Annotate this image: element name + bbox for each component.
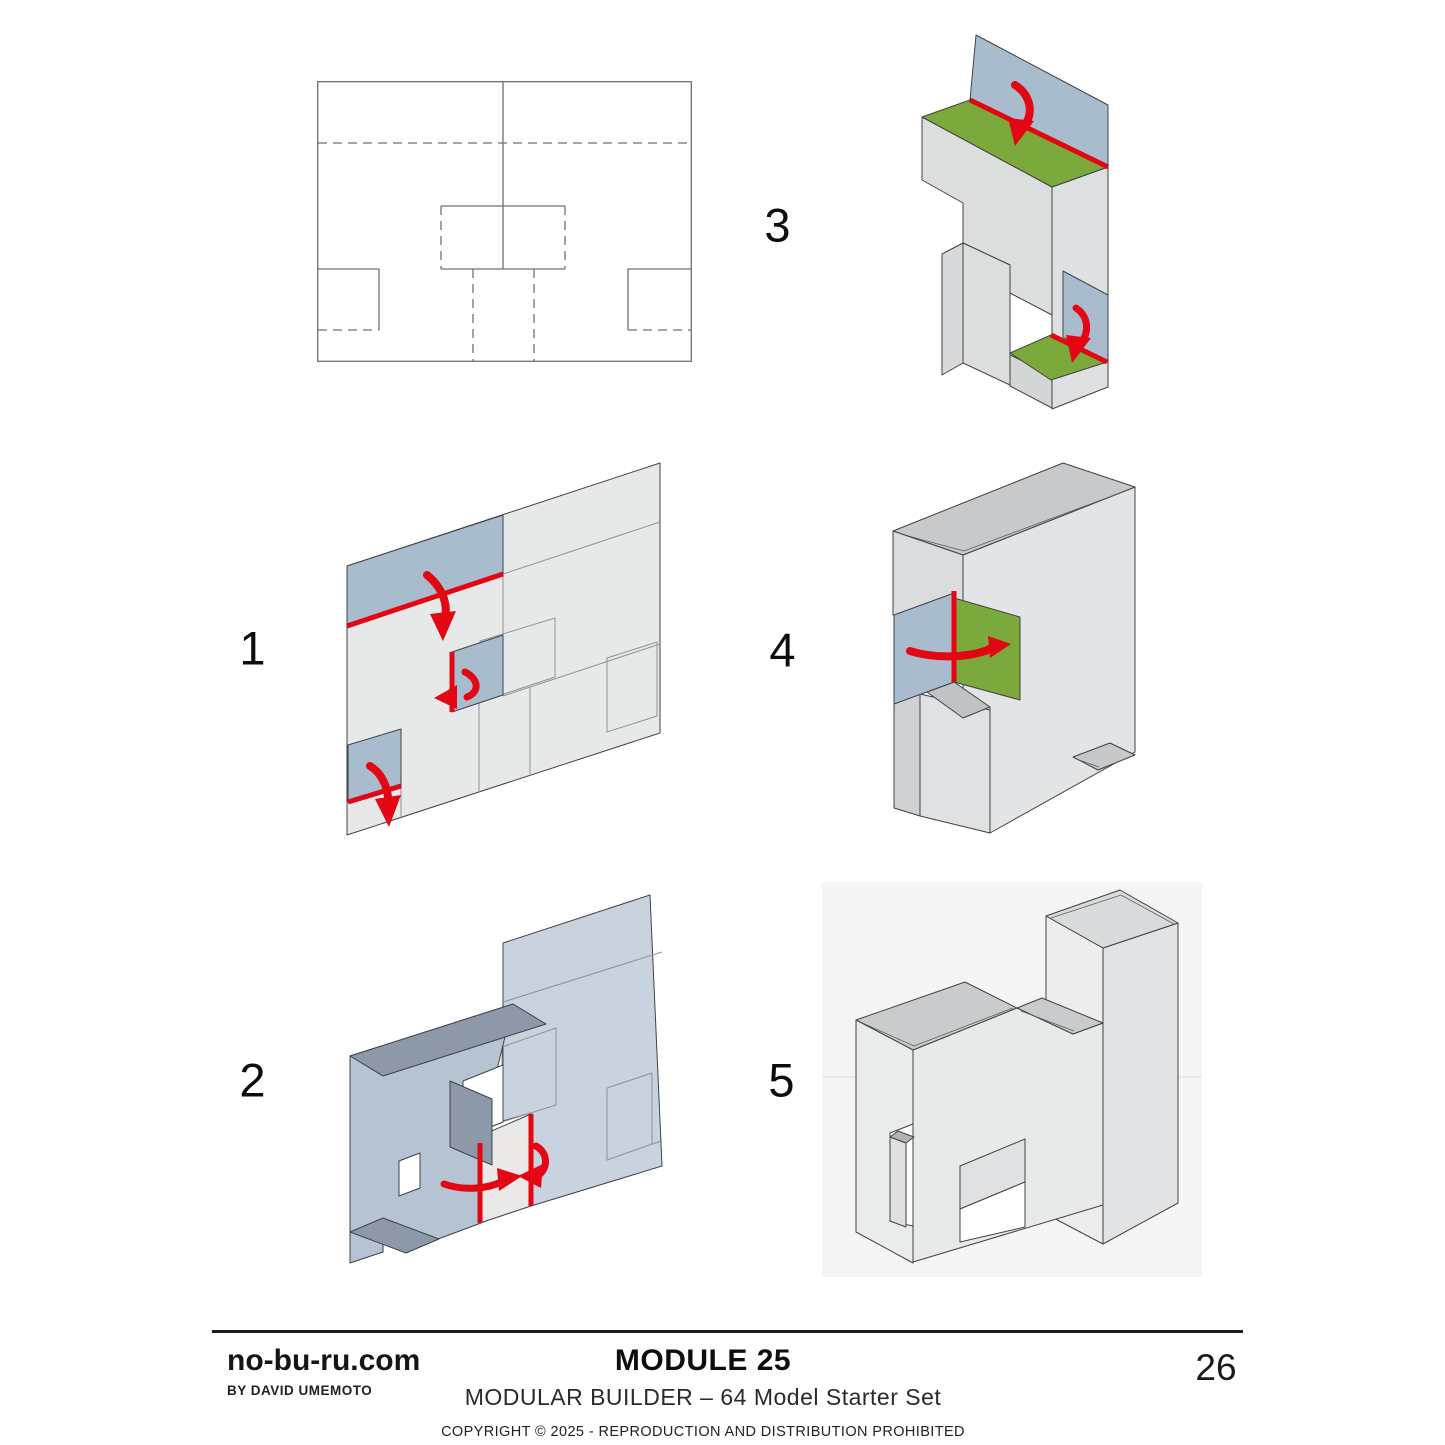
saddle-top-face xyxy=(1016,997,1104,1035)
step-4-label: 4 xyxy=(769,623,797,677)
fold-line xyxy=(968,97,1110,170)
flat-pattern-drawing xyxy=(317,81,692,362)
tower-right-face xyxy=(1102,922,1179,1245)
lower-left-sheet xyxy=(941,242,964,376)
step-3-drawing xyxy=(921,34,1110,410)
fold-arrow-icon xyxy=(366,762,401,827)
column-left-face xyxy=(893,693,921,817)
step-3-label: 3 xyxy=(764,198,792,252)
brand-site-url: no-bu-ru.com xyxy=(227,1344,421,1377)
figure-step-1 xyxy=(343,458,663,848)
center-column xyxy=(962,242,1011,386)
door-inner-wall xyxy=(889,1136,907,1228)
figure-step-5 xyxy=(810,875,1220,1280)
fold-arrow-icon xyxy=(1008,81,1034,146)
fold-arrow-icon xyxy=(434,668,480,709)
figure-step-2 xyxy=(340,885,670,1275)
tower-open-top xyxy=(1045,889,1179,949)
step-2-drawing xyxy=(349,894,663,1264)
fold-arrow-icon xyxy=(1066,304,1091,363)
sheet-thickness-edge xyxy=(896,488,1132,552)
fold-arrow-icon xyxy=(440,1168,522,1192)
arch-opening xyxy=(959,1181,1026,1243)
pattern-outline xyxy=(317,81,692,362)
folded-top-flap xyxy=(349,1003,547,1077)
sheet-thickness-edge xyxy=(1075,758,1100,768)
fold-line xyxy=(347,783,402,805)
brand-block: no-bu-ru.com BY DAVID UMEMOTO xyxy=(227,1345,420,1398)
step-1-drawing xyxy=(346,462,661,836)
column-front-face xyxy=(919,693,991,834)
figure-step-3 xyxy=(900,25,1170,415)
brand-byline: BY DAVID UMEMOTO xyxy=(227,1382,373,1398)
copyright-notice: COPYRIGHT © 2025 - REPRODUCTION AND DIST… xyxy=(441,1424,965,1440)
step-1-label: 1 xyxy=(239,621,267,675)
fold-arrow-icon xyxy=(423,571,456,641)
fold-arrow-icon xyxy=(906,636,1011,661)
sheet-thickness-edge xyxy=(1050,894,1175,925)
page-number: 26 xyxy=(1195,1347,1237,1388)
folded-bottom-flap xyxy=(349,1217,440,1254)
sheet-thickness-edge xyxy=(1020,1010,1075,1032)
step-5-label: 5 xyxy=(768,1053,796,1107)
module-subtitle: MODULAR BUILDER – 64 Model Starter Set xyxy=(464,1384,942,1410)
pattern-notch-left-cut xyxy=(318,268,380,330)
footer-divider xyxy=(212,1330,1243,1333)
step-4-drawing xyxy=(892,462,1136,834)
step-2-label: 2 xyxy=(239,1053,267,1107)
door-inner-top xyxy=(889,1130,915,1144)
sheet-thickness-edge xyxy=(859,1007,1014,1047)
module-info-block: MODULE 25 MODULAR BUILDER – 64 Model Sta… xyxy=(0,1344,1406,1440)
step-5-drawing xyxy=(822,882,1202,1277)
fold-line xyxy=(346,571,504,629)
figure-flat-pattern xyxy=(317,81,692,362)
fold-arrow-icon xyxy=(518,1142,549,1188)
notch-hole xyxy=(398,1152,421,1197)
pattern-notch-right-cut xyxy=(627,268,691,330)
figure-step-4 xyxy=(880,460,1170,845)
module-title: MODULE 25 xyxy=(614,1344,792,1377)
